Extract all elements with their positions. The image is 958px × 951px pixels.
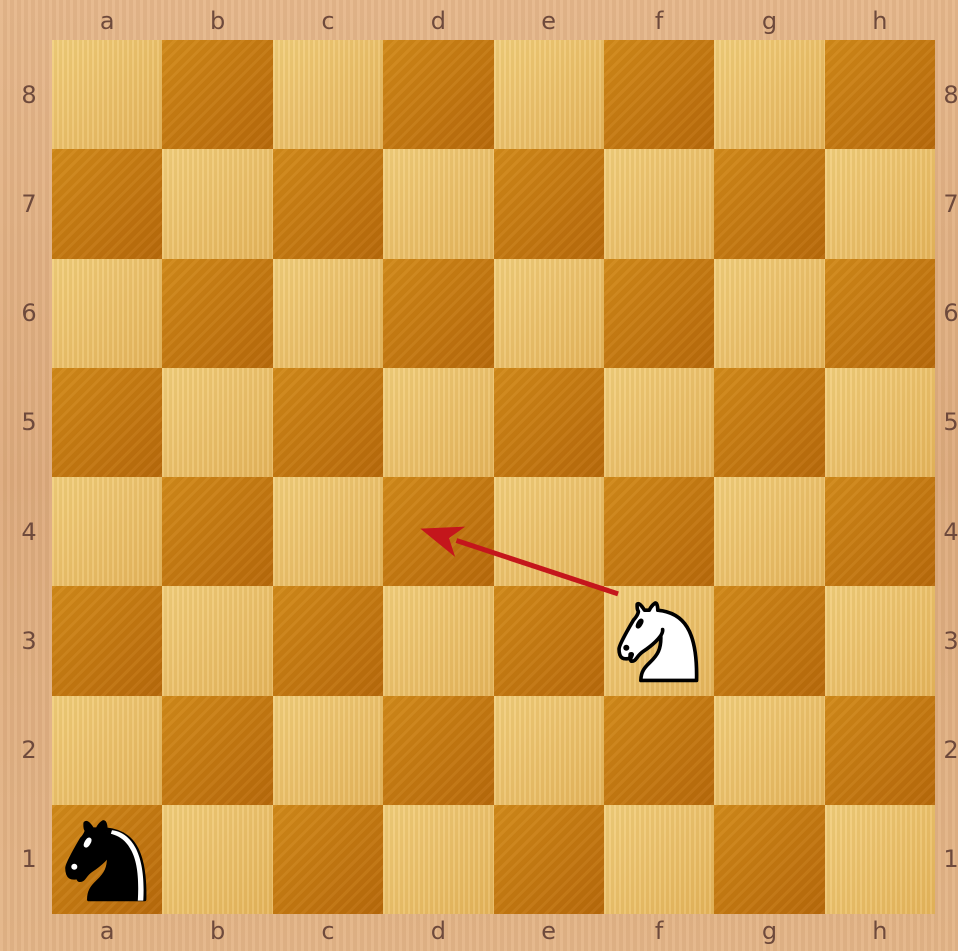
white-knight-icon[interactable] (604, 586, 714, 695)
square-e1[interactable] (494, 805, 604, 914)
square-a3[interactable] (52, 586, 162, 695)
file-label-top-f: f (604, 9, 714, 33)
square-c8[interactable] (273, 40, 383, 149)
rank-label-right-7: 7 (936, 192, 958, 216)
rank-label-right-5: 5 (936, 410, 958, 434)
chess-board[interactable] (52, 40, 935, 914)
file-label-top-a: a (52, 9, 162, 33)
rank-label-left-6: 6 (14, 301, 44, 325)
square-h8[interactable] (825, 40, 935, 149)
square-f6[interactable] (604, 259, 714, 368)
square-g7[interactable] (714, 149, 824, 258)
square-d5[interactable] (383, 368, 493, 477)
square-d4[interactable] (383, 477, 493, 586)
square-e8[interactable] (494, 40, 604, 149)
square-d7[interactable] (383, 149, 493, 258)
square-a2[interactable] (52, 696, 162, 805)
square-e6[interactable] (494, 259, 604, 368)
square-d1[interactable] (383, 805, 493, 914)
square-h6[interactable] (825, 259, 935, 368)
square-c6[interactable] (273, 259, 383, 368)
square-e7[interactable] (494, 149, 604, 258)
file-label-top-e: e (494, 9, 604, 33)
rank-label-left-8: 8 (14, 83, 44, 107)
rank-label-left-7: 7 (14, 192, 44, 216)
file-label-bottom-c: c (273, 919, 383, 943)
square-a8[interactable] (52, 40, 162, 149)
square-b1[interactable] (162, 805, 272, 914)
square-f8[interactable] (604, 40, 714, 149)
square-b3[interactable] (162, 586, 272, 695)
rank-label-left-1: 1 (14, 847, 44, 871)
square-a6[interactable] (52, 259, 162, 368)
square-c1[interactable] (273, 805, 383, 914)
square-b6[interactable] (162, 259, 272, 368)
square-d8[interactable] (383, 40, 493, 149)
square-g1[interactable] (714, 805, 824, 914)
square-h4[interactable] (825, 477, 935, 586)
square-b5[interactable] (162, 368, 272, 477)
square-g2[interactable] (714, 696, 824, 805)
square-e5[interactable] (494, 368, 604, 477)
file-label-bottom-b: b (163, 919, 273, 943)
file-label-bottom-d: d (383, 919, 493, 943)
square-h2[interactable] (825, 696, 935, 805)
square-g4[interactable] (714, 477, 824, 586)
square-c5[interactable] (273, 368, 383, 477)
square-c3[interactable] (273, 586, 383, 695)
square-c4[interactable] (273, 477, 383, 586)
rank-label-left-2: 2 (14, 738, 44, 762)
square-a4[interactable] (52, 477, 162, 586)
square-f1[interactable] (604, 805, 714, 914)
file-label-bottom-g: g (714, 919, 824, 943)
file-label-top-b: b (163, 9, 273, 33)
square-a7[interactable] (52, 149, 162, 258)
rank-label-right-1: 1 (936, 847, 958, 871)
square-b4[interactable] (162, 477, 272, 586)
square-f5[interactable] (604, 368, 714, 477)
rank-label-right-3: 3 (936, 629, 958, 653)
file-label-top-h: h (825, 9, 935, 33)
rank-label-left-4: 4 (14, 520, 44, 544)
square-a5[interactable] (52, 368, 162, 477)
file-label-top-d: d (383, 9, 493, 33)
rank-label-left-5: 5 (14, 410, 44, 434)
square-e3[interactable] (494, 586, 604, 695)
square-c2[interactable] (273, 696, 383, 805)
square-e4[interactable] (494, 477, 604, 586)
square-d3[interactable] (383, 586, 493, 695)
square-d6[interactable] (383, 259, 493, 368)
square-b7[interactable] (162, 149, 272, 258)
square-c7[interactable] (273, 149, 383, 258)
file-label-top-g: g (714, 9, 824, 33)
file-label-top-c: c (273, 9, 383, 33)
black-knight-icon[interactable] (52, 805, 162, 914)
square-e2[interactable] (494, 696, 604, 805)
rank-label-right-4: 4 (936, 520, 958, 544)
file-label-bottom-f: f (604, 919, 714, 943)
square-b2[interactable] (162, 696, 272, 805)
rank-label-right-6: 6 (936, 301, 958, 325)
square-h7[interactable] (825, 149, 935, 258)
rank-label-right-2: 2 (936, 738, 958, 762)
file-label-bottom-a: a (52, 919, 162, 943)
square-h5[interactable] (825, 368, 935, 477)
square-h3[interactable] (825, 586, 935, 695)
file-label-bottom-e: e (494, 919, 604, 943)
square-d2[interactable] (383, 696, 493, 805)
rank-label-left-3: 3 (14, 629, 44, 653)
square-b8[interactable] (162, 40, 272, 149)
square-g3[interactable] (714, 586, 824, 695)
square-g8[interactable] (714, 40, 824, 149)
rank-label-right-8: 8 (936, 83, 958, 107)
square-f7[interactable] (604, 149, 714, 258)
square-g5[interactable] (714, 368, 824, 477)
file-label-bottom-h: h (825, 919, 935, 943)
square-f2[interactable] (604, 696, 714, 805)
square-f4[interactable] (604, 477, 714, 586)
square-g6[interactable] (714, 259, 824, 368)
square-h1[interactable] (825, 805, 935, 914)
